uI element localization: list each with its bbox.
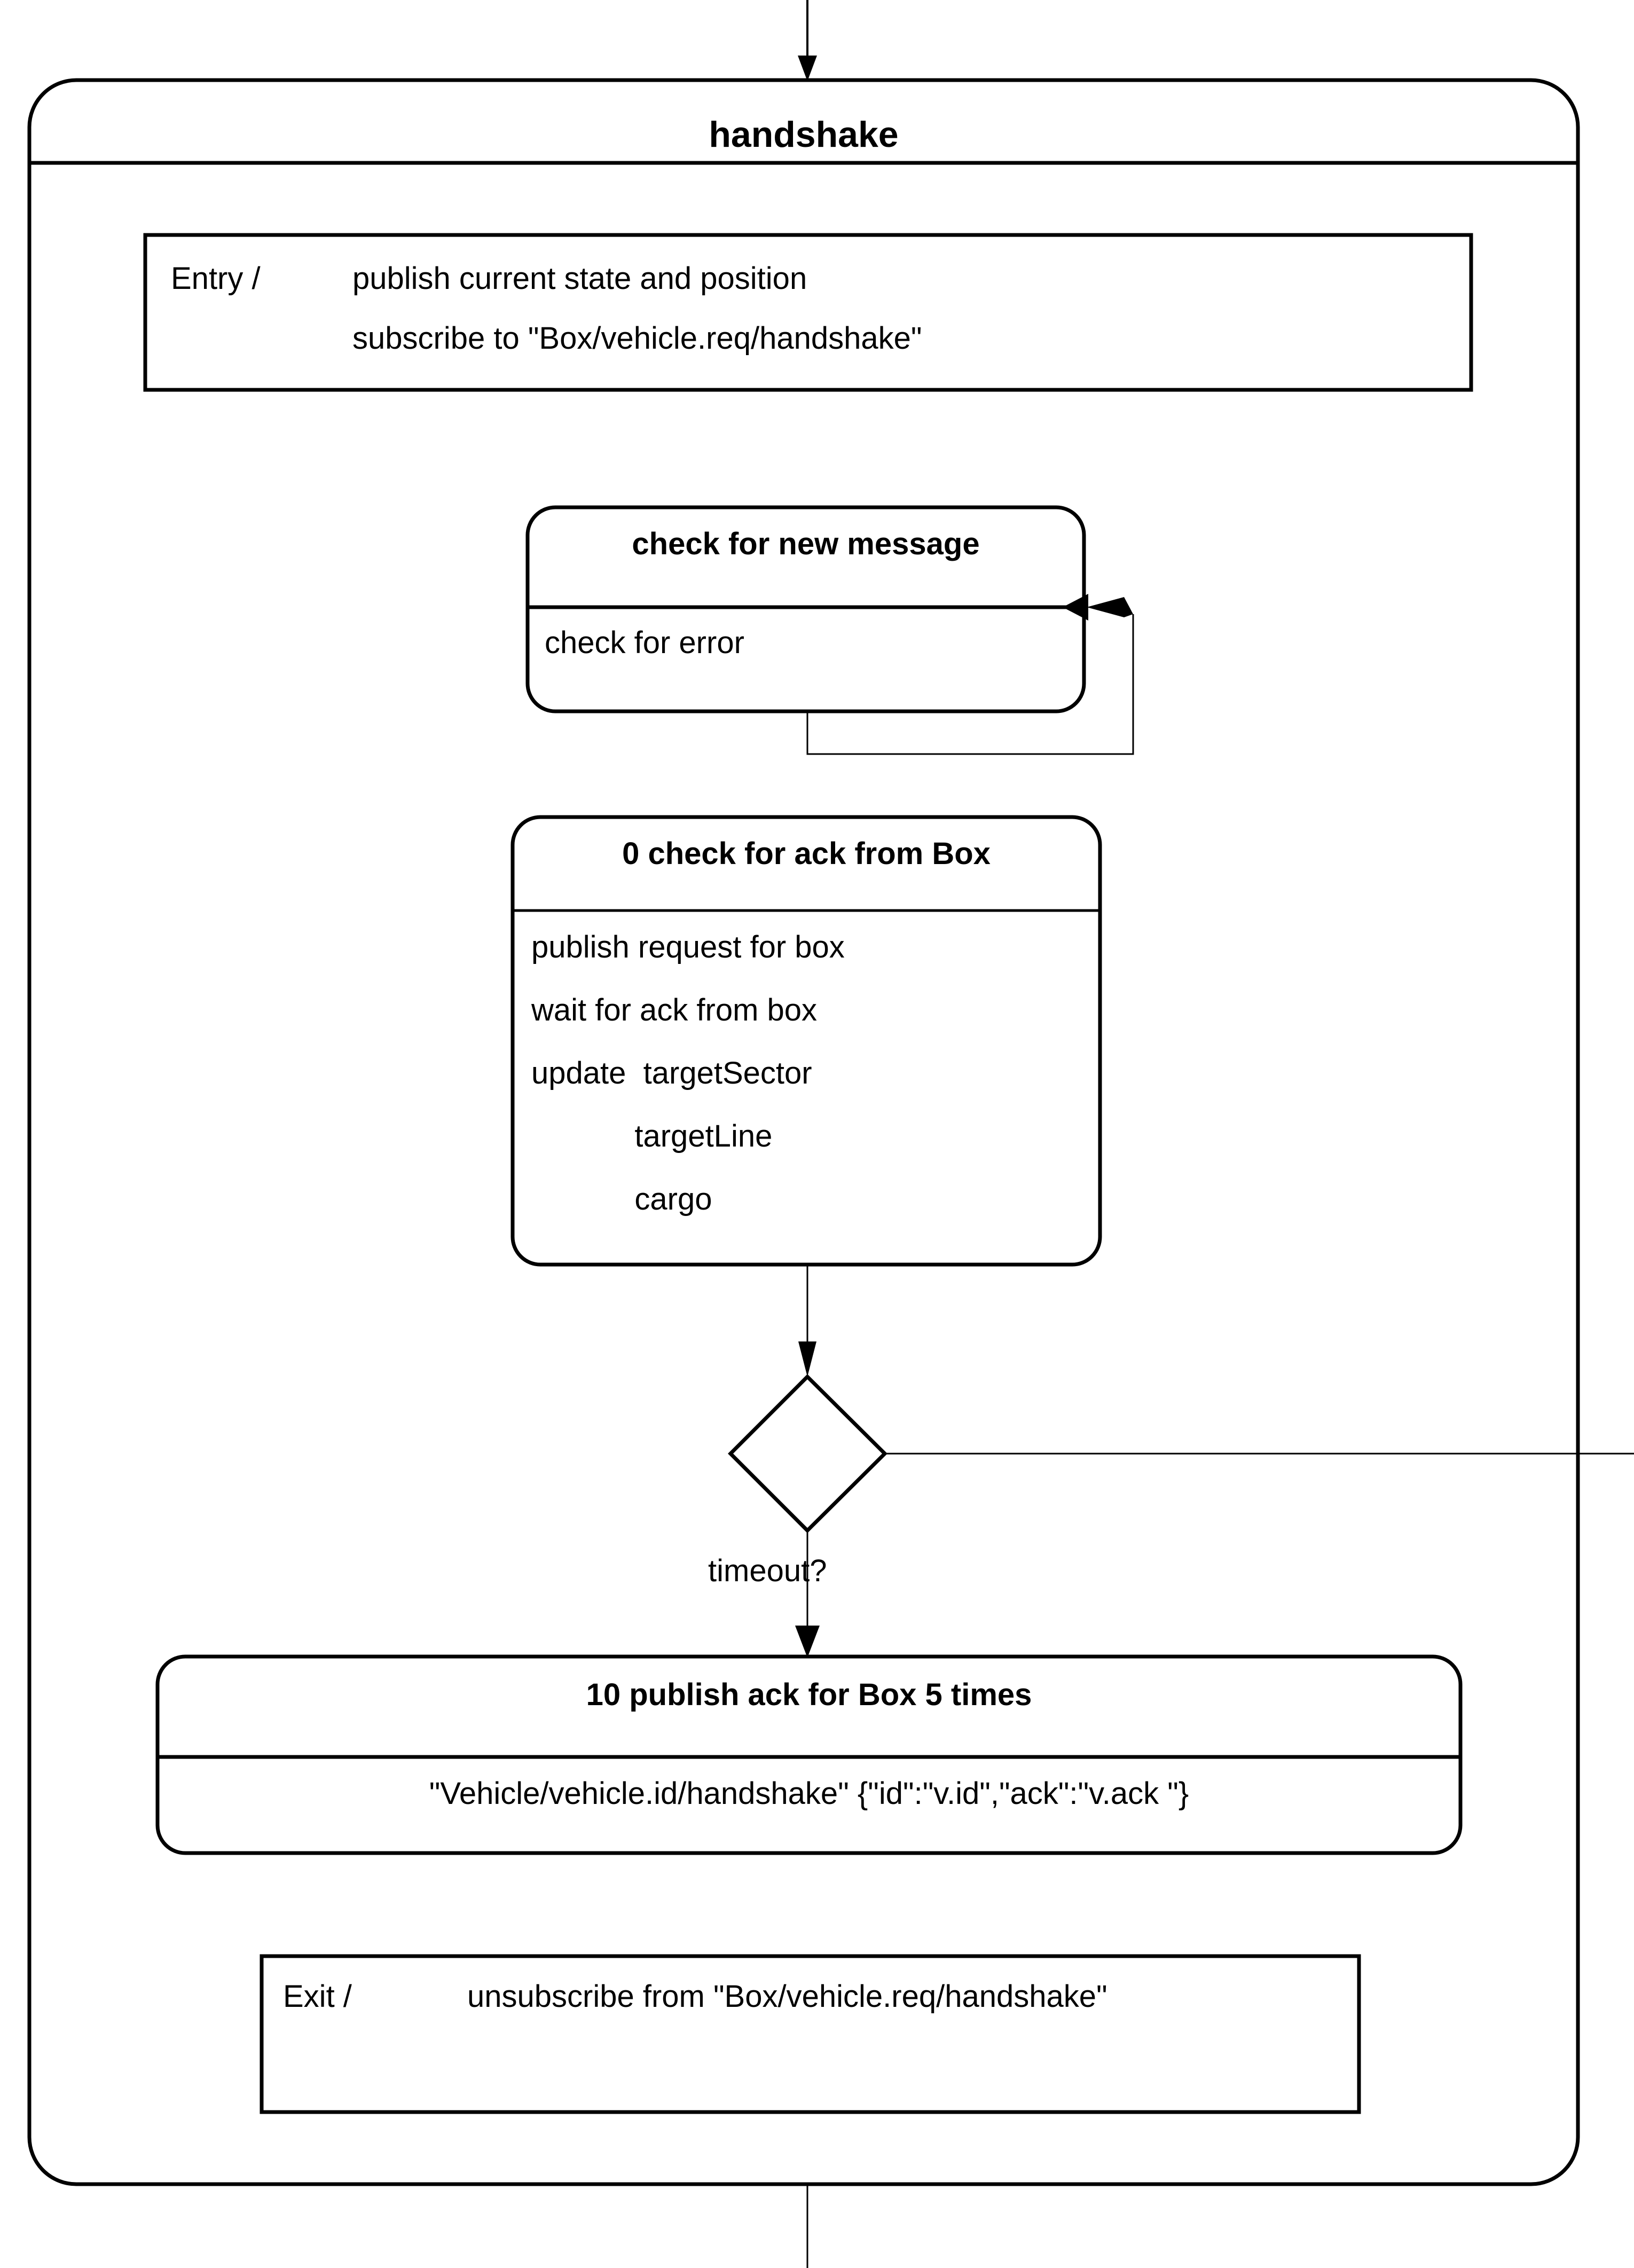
check-message-self-loop-arrow <box>806 594 1134 755</box>
check-message-title: check for new message <box>632 527 980 561</box>
timeout-decision-diamond <box>728 1374 887 1533</box>
composite-state-title: handshake <box>709 114 899 155</box>
transition-to-decision <box>798 1265 816 1377</box>
check-ack-body-line-5: cargo <box>531 1182 712 1217</box>
entry-action-line-2: subscribe to "Box/vehicle.req/handshake" <box>352 321 922 356</box>
entry-action-box <box>143 233 1473 392</box>
timeout-decision-label: timeout? <box>708 1553 827 1588</box>
entry-action-line-1: publish current state and position <box>352 261 807 296</box>
entry-action-keyword: Entry / <box>171 261 261 296</box>
exit-action-keyword: Exit / <box>283 1979 352 2014</box>
decision-down-branch <box>795 1531 820 1658</box>
check-ack-body-line-2: wait for ack from box <box>531 993 818 1027</box>
check-ack-body-line-1: publish request for box <box>531 930 845 964</box>
check-ack-body-line-3: update targetSector <box>531 1056 812 1090</box>
exit-action-text: unsubscribe from "Box/vehicle.req/handsh… <box>467 1979 1107 2014</box>
publish-ack-title: 10 publish ack for Box 5 times <box>586 1677 1032 1712</box>
incoming-transition-arrow <box>798 0 817 81</box>
publish-ack-body: "Vehicle/vehicle.id/handshake" {"id":"v.… <box>429 1776 1189 1811</box>
check-message-body: check for error <box>545 625 744 660</box>
composite-state-frame <box>27 78 1580 2186</box>
check-ack-body-line-4: targetLine <box>531 1119 773 1153</box>
check-ack-title: 0 check for ack from Box <box>622 836 991 871</box>
